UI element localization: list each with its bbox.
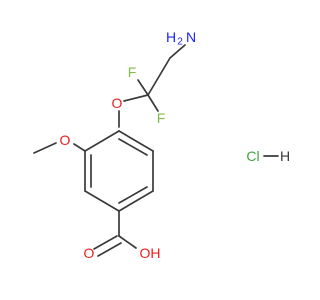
bond-group bbox=[33, 44, 279, 257]
hydroxyl-oh-label: OH bbox=[140, 245, 161, 261]
chlorine-label: Cl bbox=[246, 148, 259, 164]
amine-n-label: N bbox=[186, 29, 196, 45]
bond-c-o-double-b bbox=[97, 242, 122, 257]
ring-bond-c3-c4 bbox=[118, 190, 154, 212]
bond-methoxy-o-ch3 bbox=[33, 142, 57, 154]
ring-bond-c1-c2-inner bbox=[118, 138, 148, 156]
ring-bond-c3-c4-inner bbox=[118, 186, 148, 204]
amine-h-subscript: 2 bbox=[177, 37, 183, 48]
bond-c-o-double-a bbox=[93, 235, 118, 250]
methoxy-o-label: O bbox=[60, 132, 71, 148]
ring-bond-c1-c2 bbox=[118, 130, 154, 152]
bond-cf2-f1 bbox=[137, 79, 149, 96]
bond-cf2-o bbox=[123, 94, 149, 102]
ring-bond-c6-c1 bbox=[84, 130, 120, 152]
carbonyl-o-label: O bbox=[84, 245, 95, 261]
amine-label-group: H 2 N bbox=[166, 29, 196, 48]
salt-hydrogen-label: H bbox=[280, 148, 290, 164]
bond-ring-methoxy-o bbox=[73, 143, 86, 152]
amine-h-label: H bbox=[166, 29, 176, 45]
bond-c-oh bbox=[118, 235, 137, 249]
fluorine-1-label: F bbox=[128, 64, 137, 80]
bond-cf2-f2 bbox=[147, 94, 159, 112]
fluorine-2-label: F bbox=[157, 110, 166, 126]
hcl-salt-group: Cl H bbox=[246, 148, 290, 164]
chemical-structure-diagram: H 2 N F F O O O OH Cl H bbox=[33, 29, 290, 261]
bond-ch2-cf2 bbox=[147, 57, 171, 96]
ether-o-label: O bbox=[112, 95, 123, 111]
ring-bond-c4-c5 bbox=[84, 190, 120, 212]
bond-n-ch2 bbox=[169, 44, 186, 59]
